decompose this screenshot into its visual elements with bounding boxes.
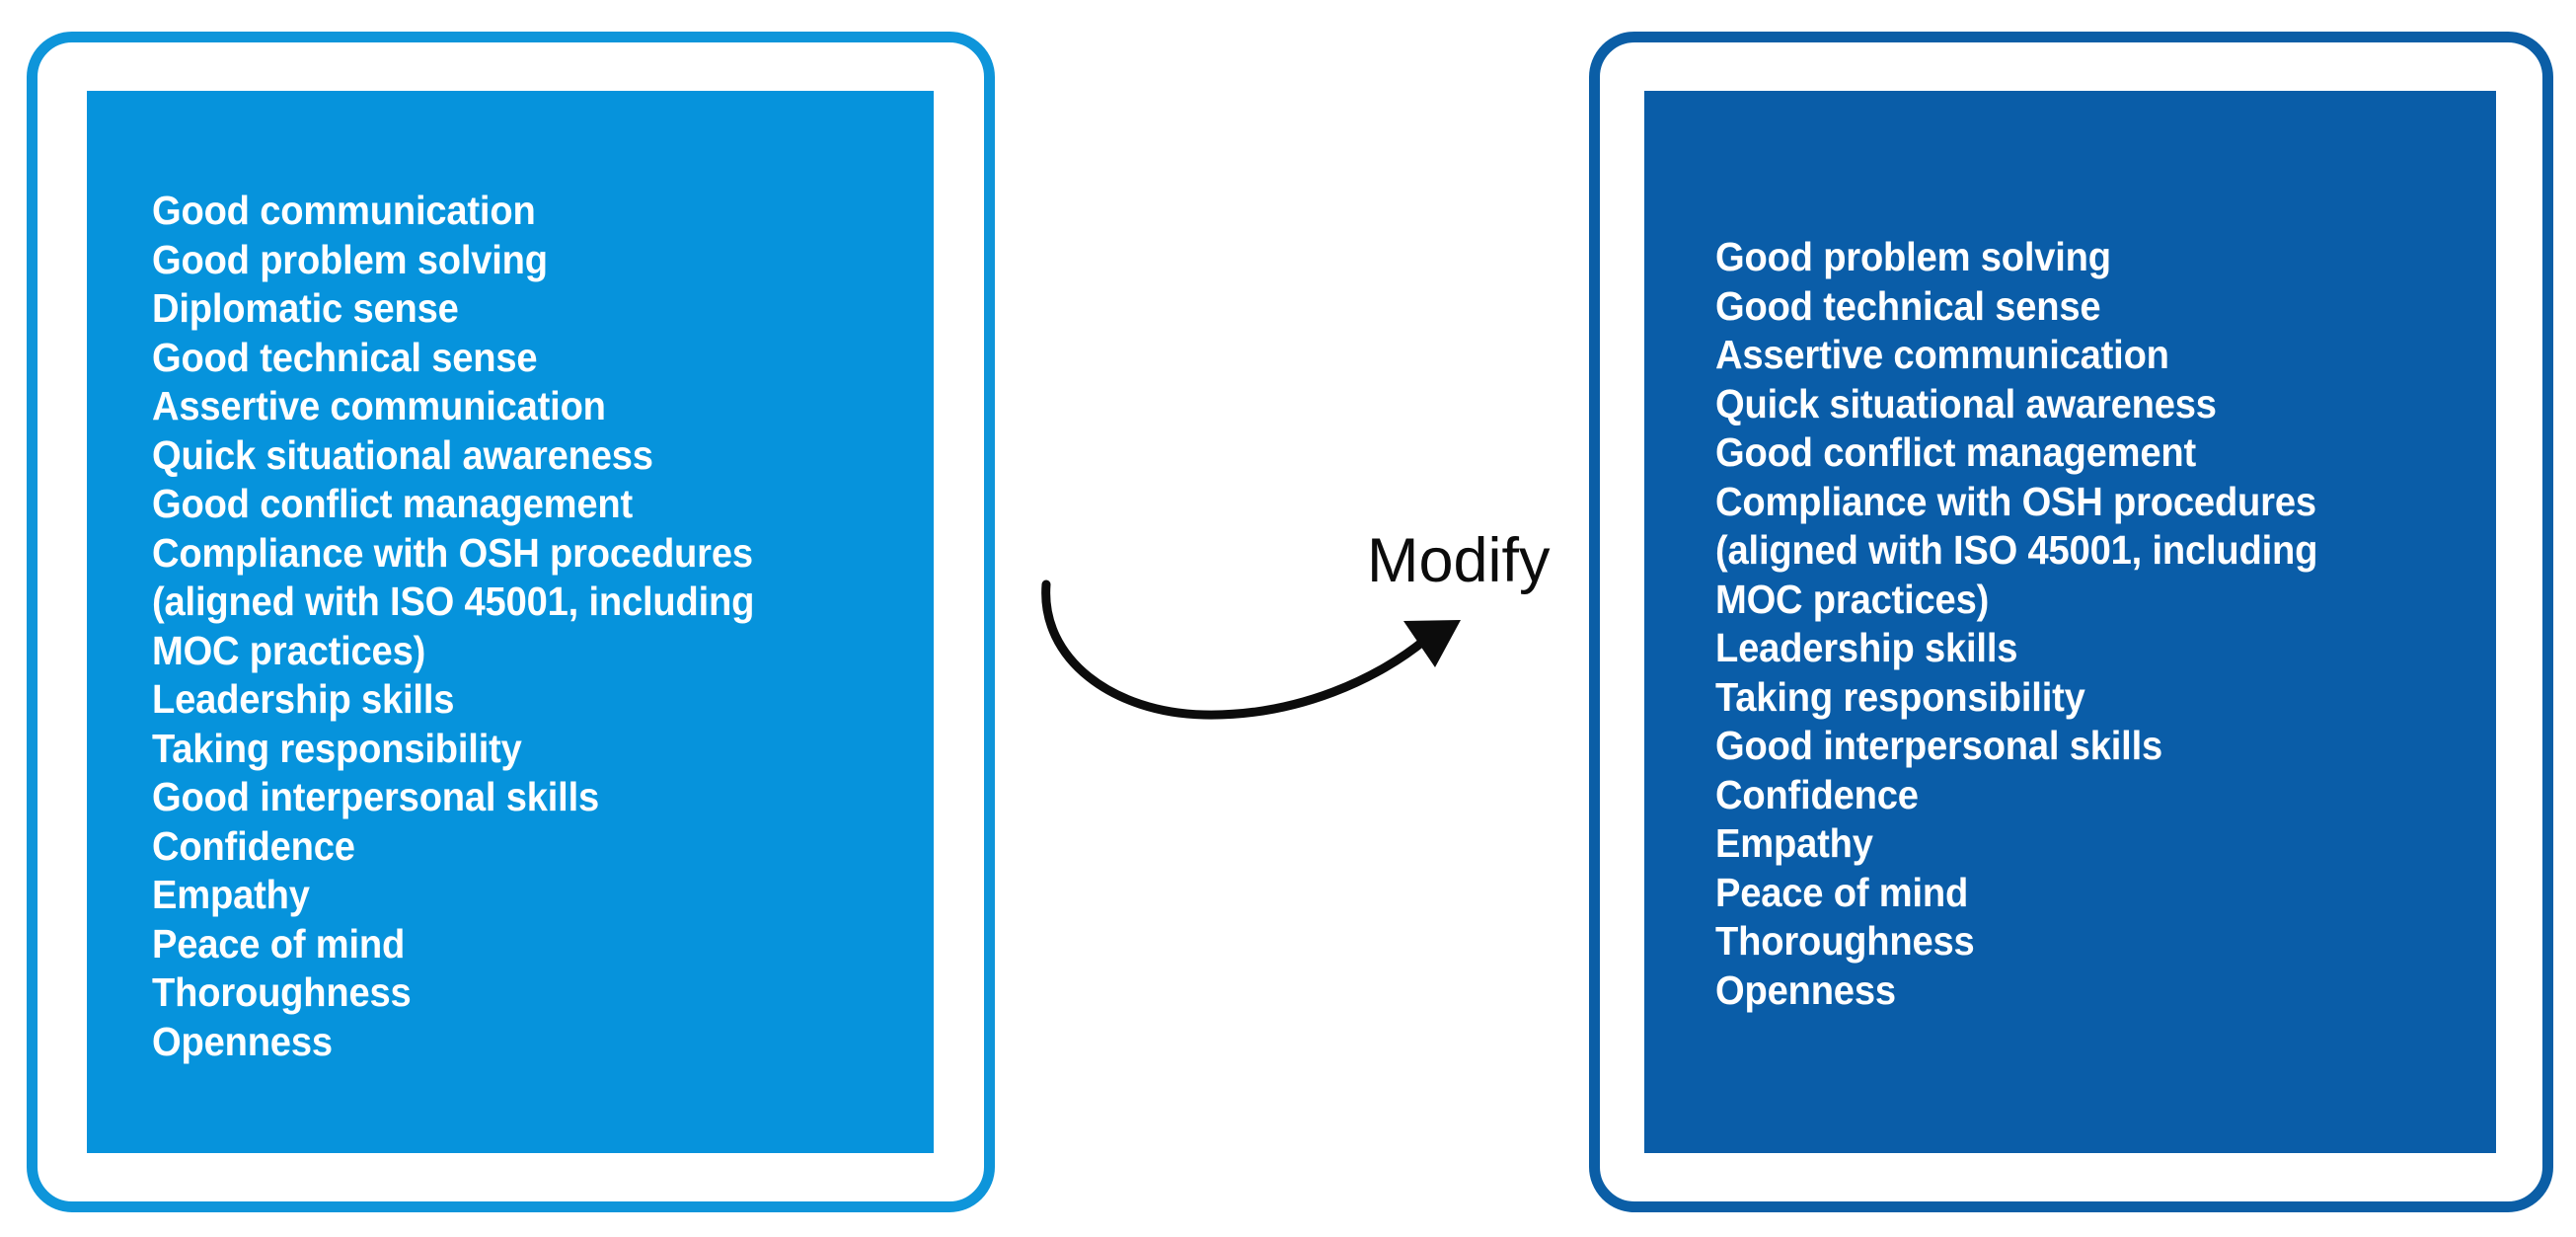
list-item: Assertive communication <box>152 383 606 428</box>
list-item: Good conflict management <box>1715 429 2197 475</box>
transform-label: Modify <box>1367 526 1551 595</box>
list-item: Quick situational awareness <box>1715 380 2217 426</box>
list-item: Thoroughness <box>152 969 412 1015</box>
list-item: Thoroughness <box>1715 918 1975 964</box>
list-item: Good interpersonal skills <box>152 774 600 819</box>
list-item: Good conflict management <box>152 481 634 526</box>
list-item: Compliance with OSH procedures <box>152 529 753 576</box>
list-item: Compliance with OSH procedures <box>1715 478 2316 524</box>
list-item: Openness <box>152 1018 333 1064</box>
list-item: (aligned with ISO 45001, including <box>152 579 755 624</box>
list-item: Peace of mind <box>1715 869 1969 915</box>
list-item: Leadership skills <box>152 676 455 722</box>
list-item: Openness <box>1715 966 1896 1013</box>
list-item: Leadership skills <box>1715 625 2018 670</box>
list-item: Empathy <box>1715 820 1873 866</box>
list-item: Confidence <box>1715 771 1919 817</box>
list-item: Good communication <box>152 188 536 233</box>
list-item: MOC practices) <box>1715 576 1990 622</box>
list-item: Good technical sense <box>1715 282 2101 329</box>
transform-zone: Modify <box>1007 494 1579 750</box>
list-item: Empathy <box>152 872 310 917</box>
curved-arrow-right-icon <box>1041 580 1461 720</box>
list-item: Taking responsibility <box>1715 673 2085 720</box>
list-item: Good problem solving <box>1715 234 2111 279</box>
list-item: Good technical sense <box>152 334 538 380</box>
list-item: Good interpersonal skills <box>1715 723 2163 768</box>
list-item: Assertive communication <box>1715 332 2169 377</box>
list-item: Quick situational awareness <box>152 431 653 478</box>
list-item: Confidence <box>152 822 355 869</box>
list-item: Good problem solving <box>152 236 548 282</box>
list-item: Peace of mind <box>152 920 406 966</box>
list-item: MOC practices) <box>152 627 426 673</box>
list-item: (aligned with ISO 45001, including <box>1715 527 2318 573</box>
list-item: Diplomatic sense <box>152 285 459 331</box>
list-item: Taking responsibility <box>152 725 522 771</box>
